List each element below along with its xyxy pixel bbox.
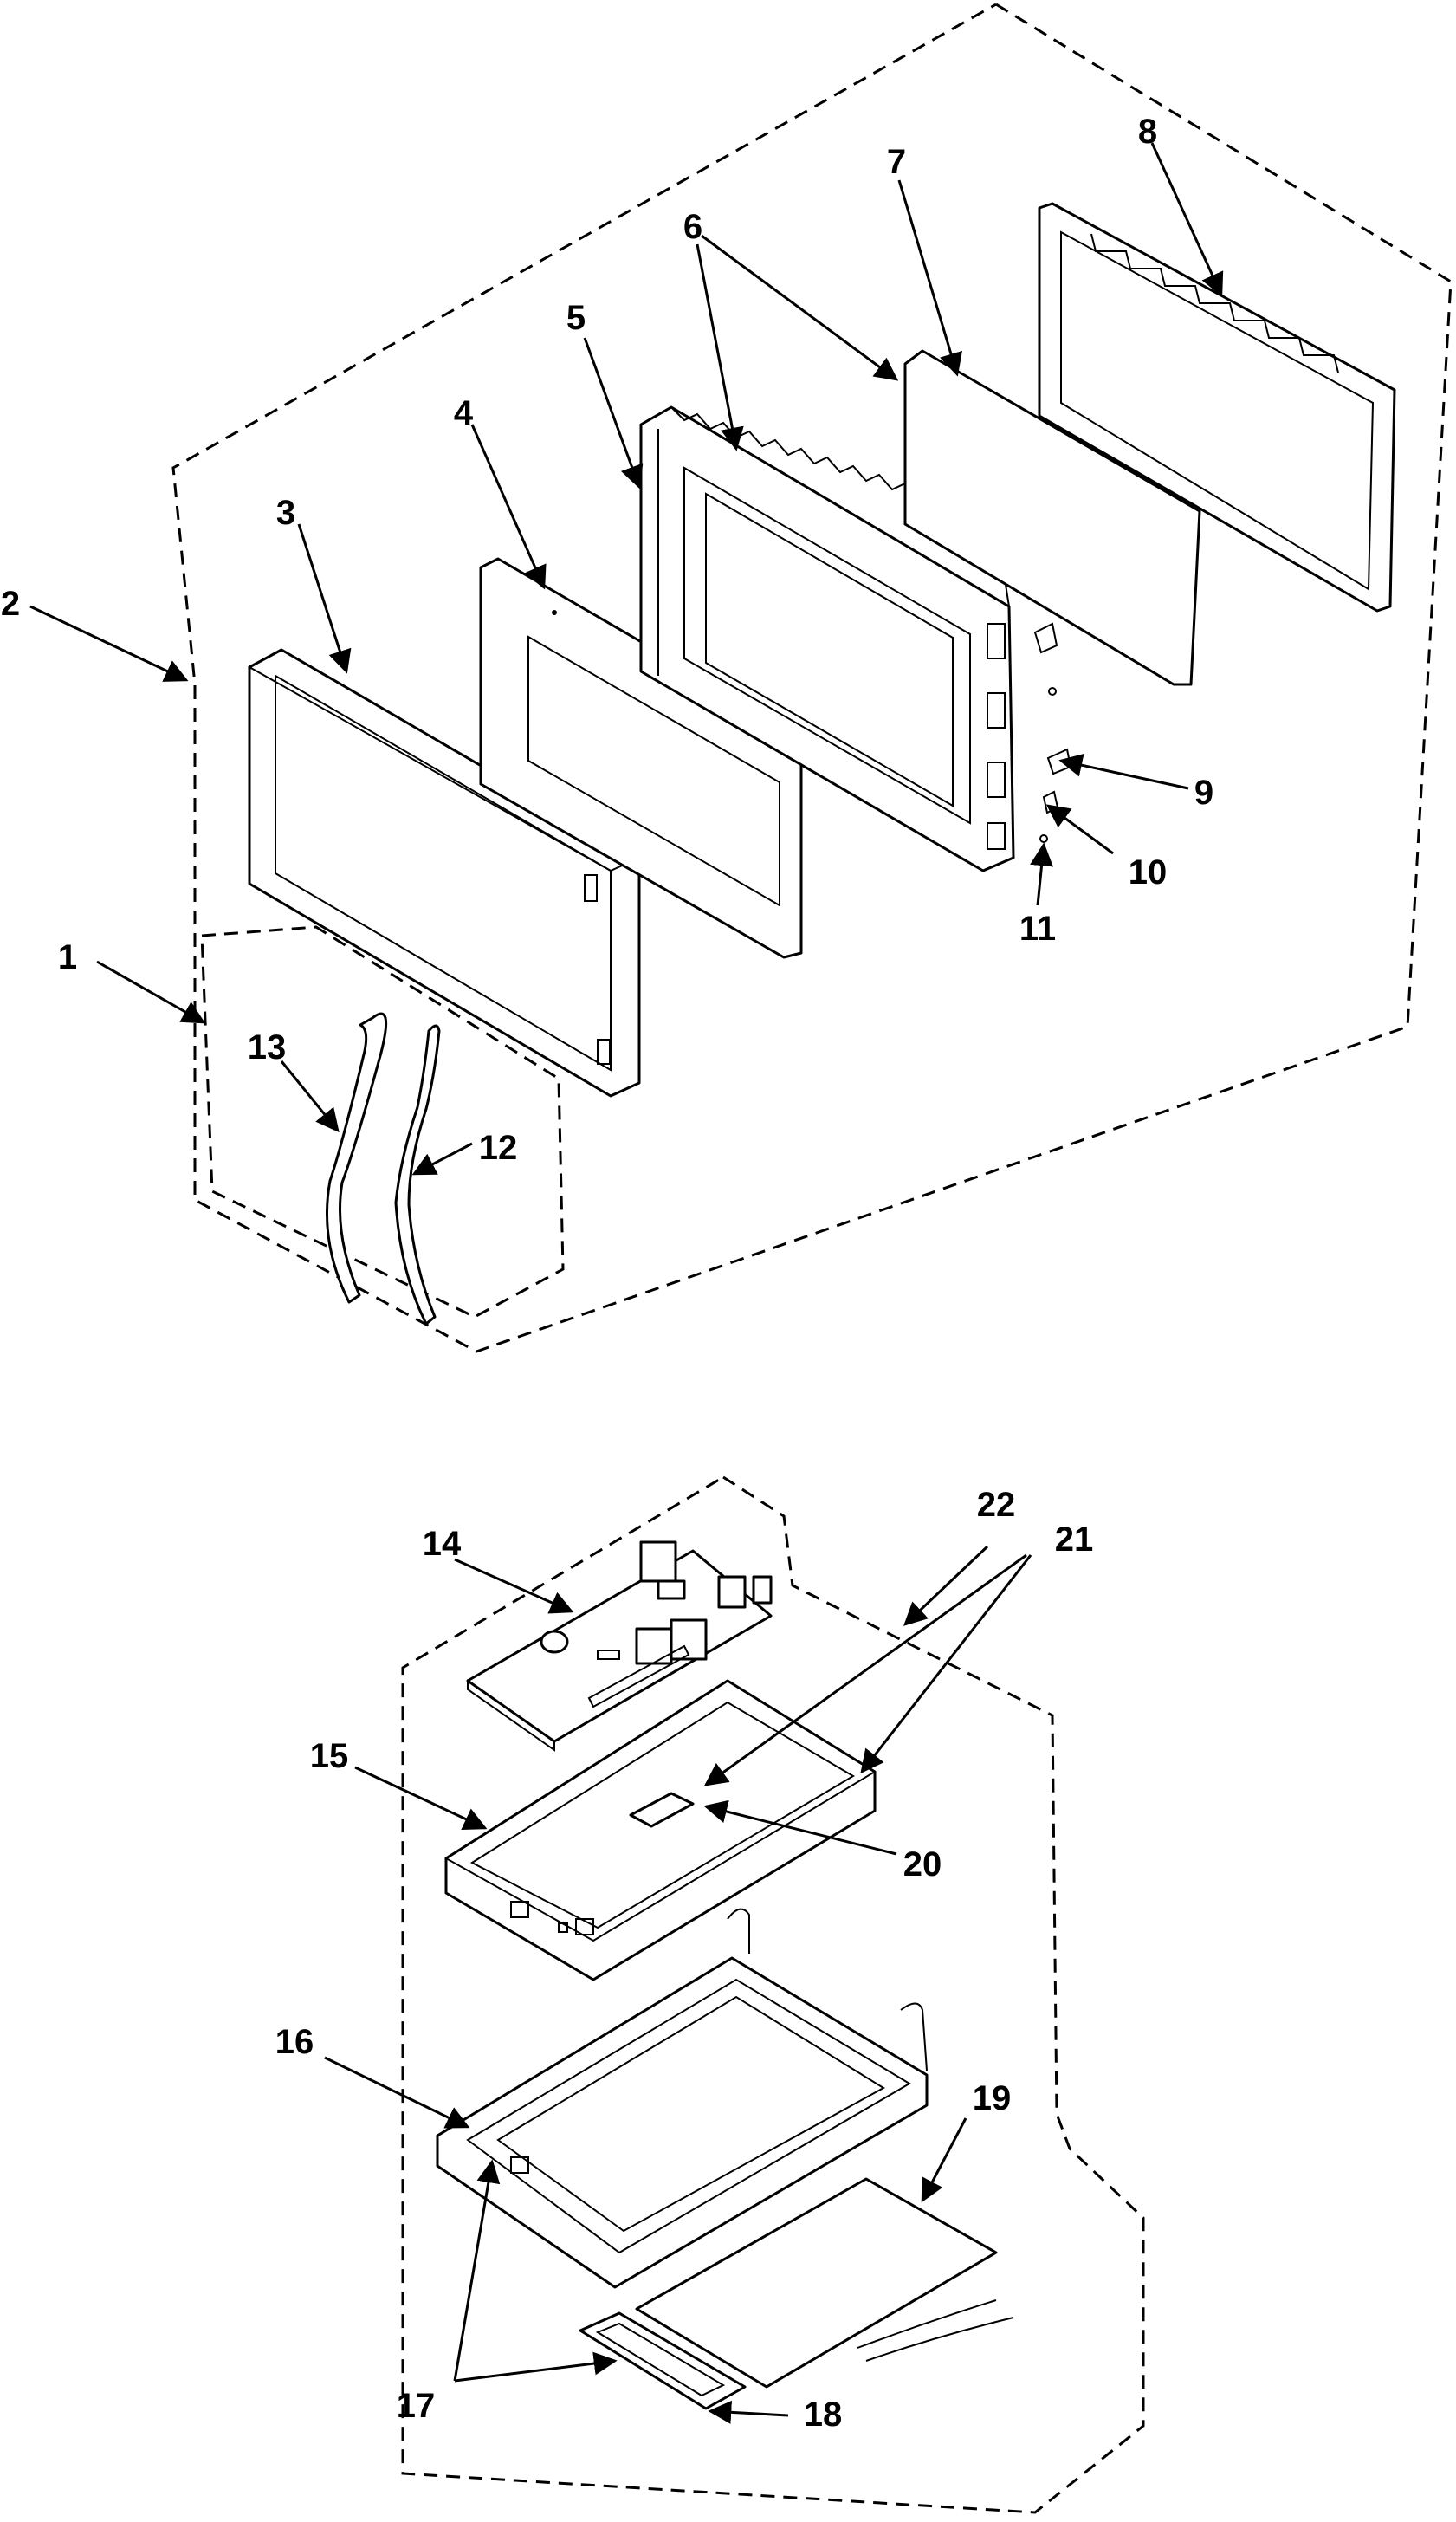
pcb-part bbox=[466, 1540, 773, 1752]
callout-13: 13 bbox=[248, 1028, 287, 1067]
choke-cover-part bbox=[1038, 202, 1396, 613]
callout-22: 22 bbox=[977, 1486, 1016, 1524]
choke-subassembly-boundary bbox=[200, 925, 565, 1319]
callout-10: 10 bbox=[1129, 853, 1168, 891]
callout-6: 6 bbox=[683, 208, 702, 246]
callout-7: 7 bbox=[887, 143, 906, 181]
callout-2: 2 bbox=[1, 585, 20, 623]
left-hinge-part bbox=[326, 1012, 388, 1304]
callout-15: 15 bbox=[310, 1737, 349, 1775]
control-assembly-boundary bbox=[401, 1475, 1145, 2514]
door-screen-part bbox=[903, 349, 1201, 686]
callout-12: 12 bbox=[479, 1129, 518, 1167]
callout-14: 14 bbox=[423, 1525, 462, 1563]
callout-17: 17 bbox=[397, 2387, 436, 2425]
right-hinge-part bbox=[394, 1024, 441, 1326]
control-frame-part bbox=[436, 1908, 929, 2289]
callout-8: 8 bbox=[1138, 113, 1157, 151]
door-assembly-boundary bbox=[171, 3, 1453, 1353]
callout-5: 5 bbox=[566, 299, 586, 337]
callout-11: 11 bbox=[1019, 910, 1056, 948]
callout-9: 9 bbox=[1194, 774, 1213, 812]
callout-19: 19 bbox=[973, 2079, 1012, 2117]
callout-labels: 1 2 3 4 5 6 7 8 9 10 11 12 13 14 15 16 1… bbox=[1, 113, 1213, 2434]
leader-lines bbox=[29, 142, 1224, 2424]
callout-1: 1 bbox=[58, 938, 77, 976]
membrane-keypad-part bbox=[635, 2177, 1014, 2389]
callout-16: 16 bbox=[275, 2023, 314, 2061]
callout-21: 21 bbox=[1055, 1520, 1094, 1559]
callout-4: 4 bbox=[454, 394, 474, 432]
callout-18: 18 bbox=[804, 2396, 843, 2434]
small-cover-part bbox=[579, 2311, 747, 2410]
callout-20: 20 bbox=[903, 1845, 942, 1883]
callout-3: 3 bbox=[276, 494, 295, 532]
control-housing-part bbox=[444, 1679, 877, 1981]
